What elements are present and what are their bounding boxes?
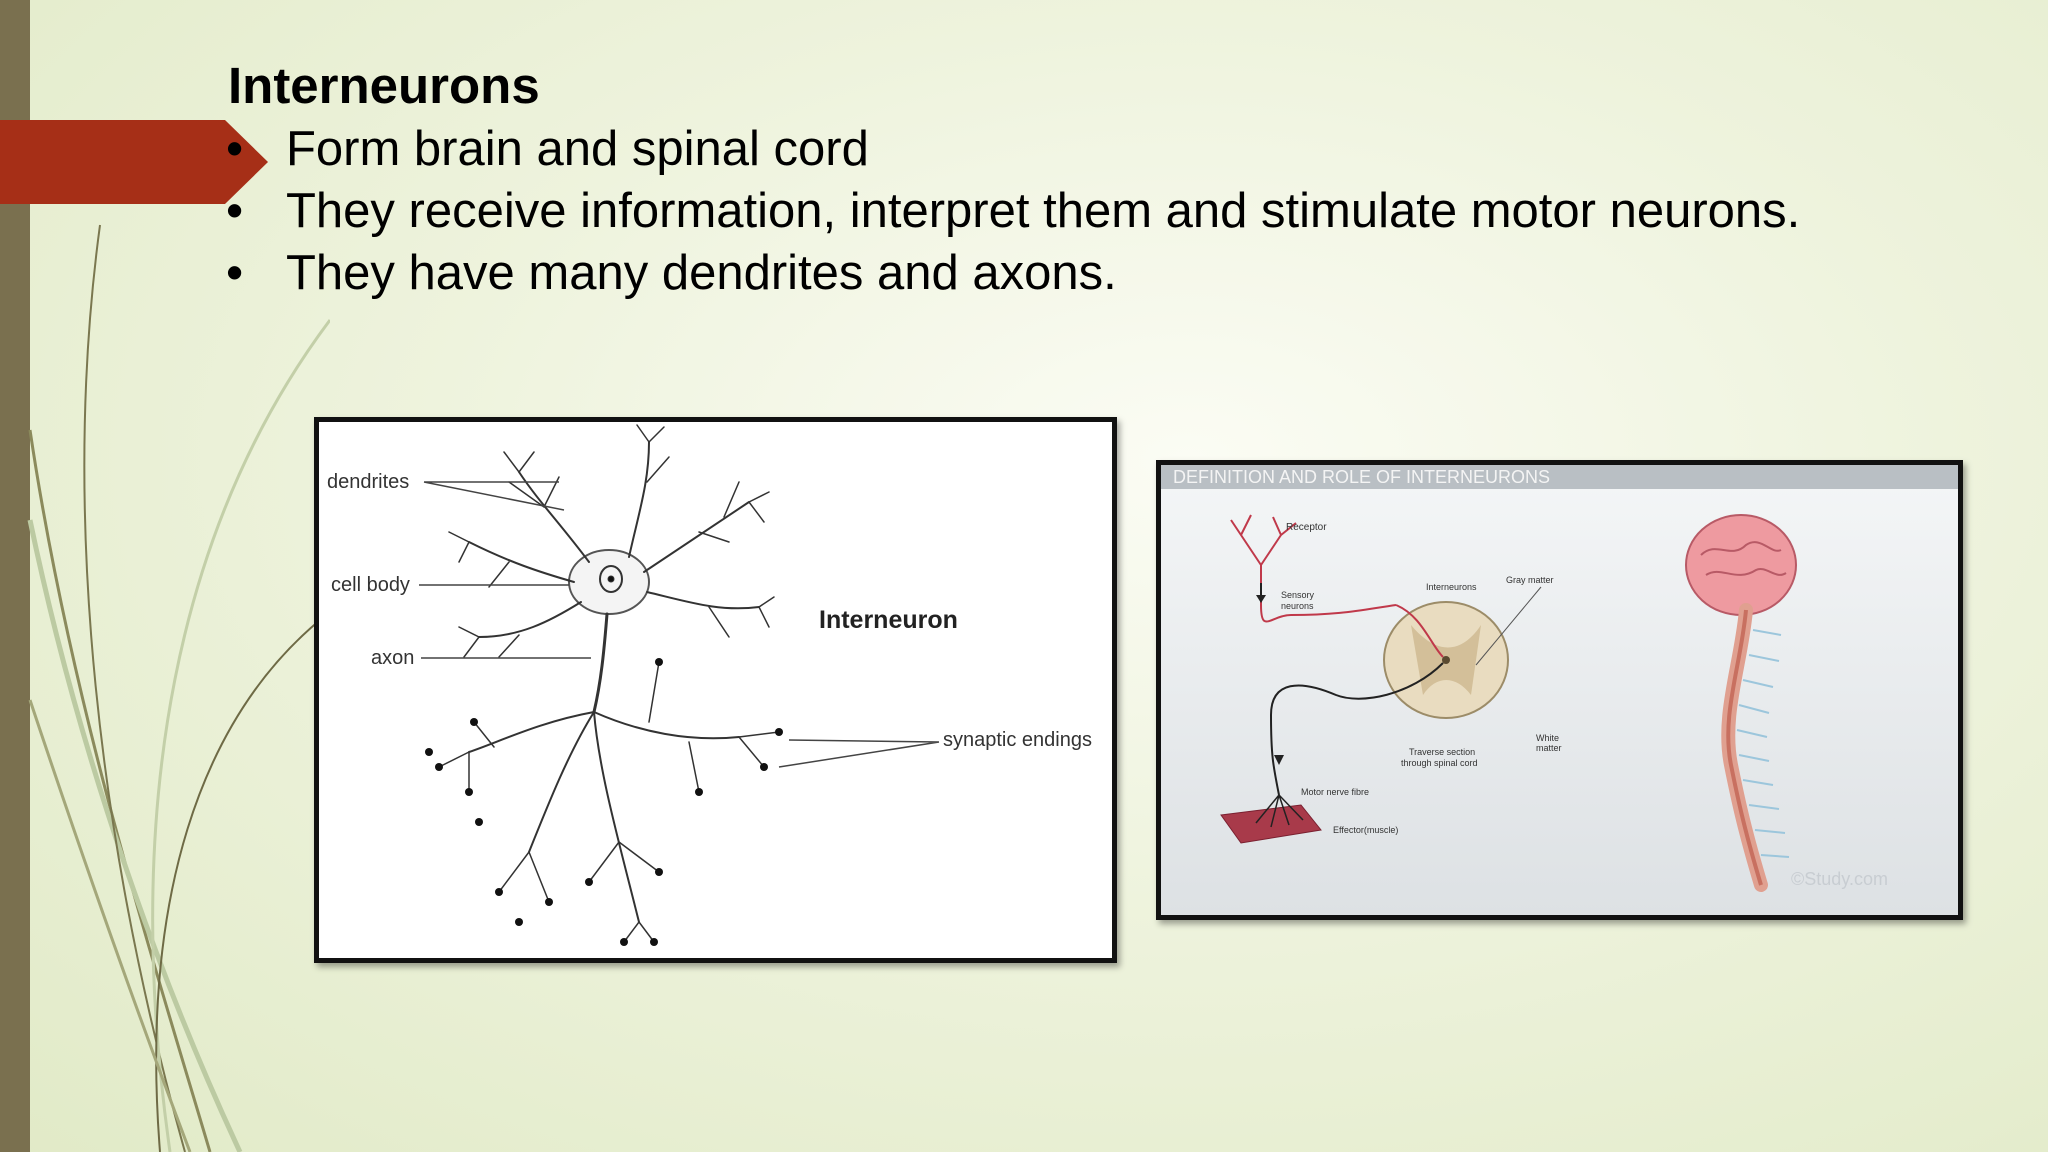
- figure-header: DEFINITION AND ROLE OF INTERNEURONS: [1173, 467, 1550, 487]
- neuron-illustration: dendrites cell body axon synaptic ending…: [327, 424, 1092, 946]
- bullet-list: Form brain and spinal cord They receive …: [220, 118, 2000, 304]
- watermark: ©Study.com: [1791, 869, 1888, 889]
- figure-title: Interneuron: [819, 606, 958, 634]
- bullet-item: They have many dendrites and axons.: [220, 242, 2000, 304]
- label-dendrites: dendrites: [327, 471, 409, 493]
- label-motor-nerve: Motor nerve fibre: [1301, 787, 1369, 797]
- label-effector: Effector(muscle): [1333, 825, 1398, 835]
- reflex-arc-illustration: DEFINITION AND ROLE OF INTERNEURONS Rece…: [1161, 465, 1958, 915]
- bullet-item: They receive information, interpret them…: [220, 180, 2000, 242]
- accent-tab: [0, 120, 268, 204]
- label-receptor: Receptor: [1286, 522, 1327, 533]
- label-interneurons: Interneurons: [1426, 582, 1477, 592]
- slide-title: Interneurons: [228, 57, 540, 114]
- label-cell-body: cell body: [331, 574, 410, 596]
- interneuron-role-diagram: DEFINITION AND ROLE OF INTERNEURONS Rece…: [1156, 460, 1963, 920]
- label-matter: matter: [1536, 743, 1562, 753]
- label-transverse-2: through spinal cord: [1401, 758, 1478, 768]
- label-neurons: neurons: [1281, 601, 1314, 611]
- interneuron-diagram: dendrites cell body axon synaptic ending…: [314, 417, 1117, 963]
- label-axon: axon: [371, 647, 414, 669]
- label-gray-matter: Gray matter: [1506, 575, 1554, 585]
- decorative-swooshes: [27, 224, 330, 1152]
- bullet-item: Form brain and spinal cord: [220, 118, 2000, 180]
- label-synaptic-endings: synaptic endings: [943, 729, 1092, 751]
- label-white: White: [1536, 733, 1559, 743]
- label-transverse-1: Traverse section: [1409, 747, 1475, 757]
- label-sensory: Sensory: [1281, 590, 1315, 600]
